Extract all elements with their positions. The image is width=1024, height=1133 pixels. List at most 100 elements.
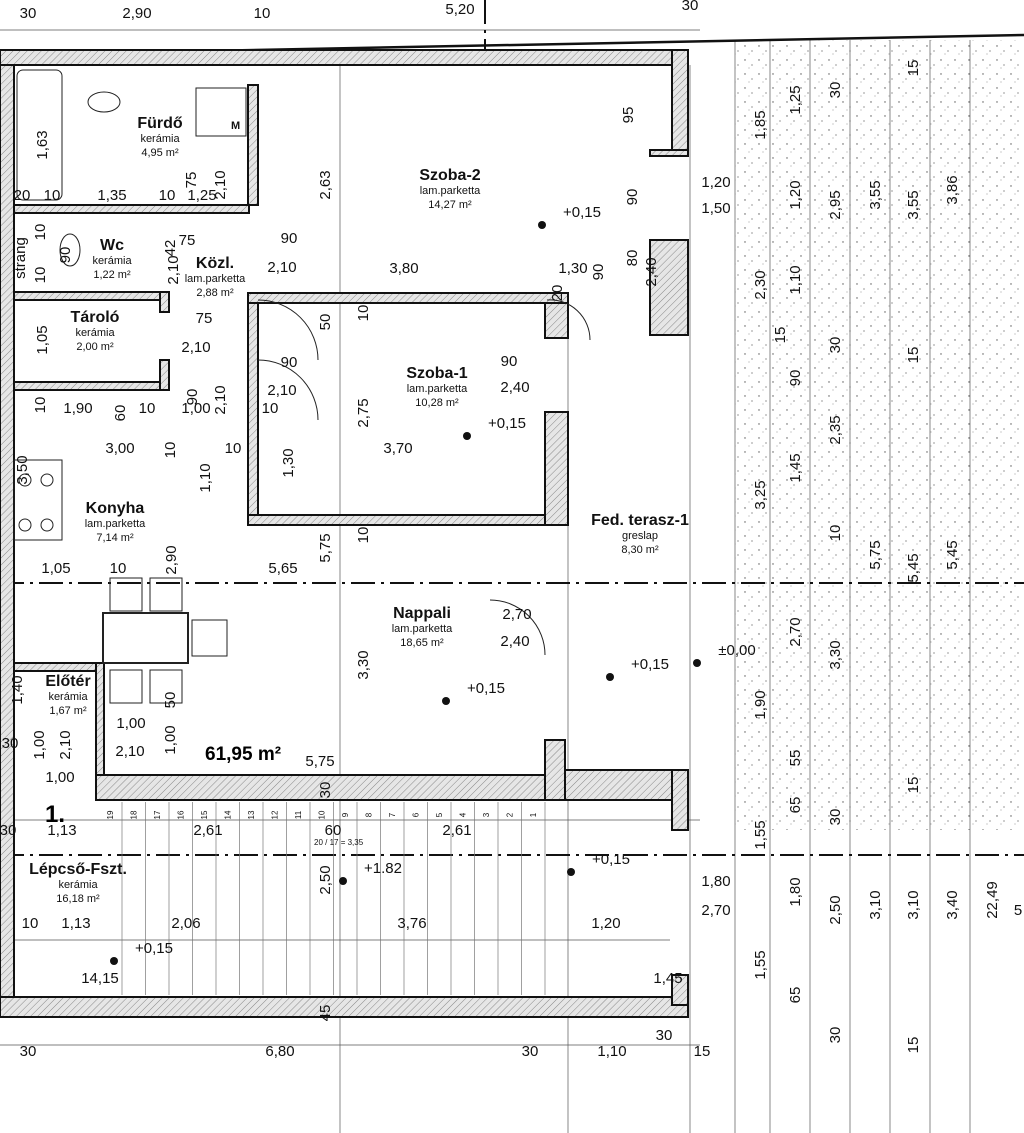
- dimension-label: 5,75: [867, 540, 884, 569]
- dimension-label: 1,13: [47, 822, 76, 839]
- dimension-label: 2,50: [827, 895, 844, 924]
- room-name: Wc: [100, 237, 124, 254]
- stair-step-number: 5: [435, 812, 444, 817]
- room-name: Szoba-1: [406, 365, 467, 382]
- dimension-label: 2,95: [827, 190, 844, 219]
- level-label: +0,15: [467, 680, 505, 697]
- dimension-label: 2,35: [827, 415, 844, 444]
- dimension-label: 1,55: [752, 820, 769, 849]
- dimension-label: 42: [162, 240, 179, 257]
- dimension-label: 45: [317, 1005, 334, 1022]
- dimension-label: 1,05: [41, 560, 70, 577]
- room-name: Tároló: [71, 309, 120, 326]
- dimension-label: 1,80: [787, 877, 804, 906]
- dimension-label: 55: [787, 750, 804, 767]
- room-name: Fed. terasz-1: [591, 512, 689, 529]
- dimension-label: 2,70: [701, 902, 730, 919]
- stair-step-number: 14: [224, 810, 233, 819]
- dimension-label: 3,00: [105, 440, 134, 457]
- dimension-label: 15: [905, 347, 922, 364]
- room-floor: lam.parketta: [420, 185, 481, 197]
- stair-step-number: 18: [130, 810, 139, 819]
- dimension-label: 3,80: [389, 260, 418, 277]
- dimension-label: 10: [355, 305, 372, 322]
- walls: [0, 49, 689, 1018]
- dimension-label: 30: [2, 735, 19, 752]
- dimension-label: 10: [44, 187, 61, 204]
- dimension-label: 90: [787, 370, 804, 387]
- dimension-label: 50: [317, 314, 334, 331]
- room-name: Fürdő: [137, 115, 183, 132]
- dimension-label: 10: [32, 224, 49, 241]
- dimension-label: strang: [12, 237, 29, 279]
- dimension-label: 2,50: [317, 865, 334, 894]
- dimension-label: 5,45: [944, 540, 961, 569]
- dimension-label: 90: [57, 247, 74, 264]
- dimension-label: 30: [682, 0, 699, 14]
- level-label: +0,15: [488, 415, 526, 432]
- dimension-label: 2,10: [165, 255, 182, 284]
- total-area: 61,95 m²: [205, 744, 281, 765]
- garden-ground: [735, 40, 1024, 830]
- dimension-label: 30: [656, 1027, 673, 1044]
- dimension-label: 5,20: [445, 1, 474, 18]
- dimension-label: 75: [196, 310, 213, 327]
- dimension-label: 1,63: [34, 130, 51, 159]
- dimension-label: 3,10: [867, 890, 884, 919]
- dimension-label: 1,90: [752, 690, 769, 719]
- dimension-label: 14,15: [81, 970, 119, 987]
- floor-number: 1.: [45, 801, 65, 828]
- dimension-label: 5,75: [305, 753, 334, 770]
- stair-formula: 20 / 17 = 3,35: [314, 838, 364, 847]
- dimension-label: 5,65: [268, 560, 297, 577]
- room-floor: lam.parketta: [407, 383, 468, 395]
- dimension-label: 10: [355, 527, 372, 544]
- dimension-label: 15: [905, 1037, 922, 1054]
- dimension-label: 65: [787, 987, 804, 1004]
- dimension-label: 10: [32, 267, 49, 284]
- dimension-label: 2,10: [212, 385, 229, 414]
- dimension-label: 1,00: [116, 715, 145, 732]
- dimension-label: 1,00: [162, 725, 179, 754]
- dimension-label: 1,10: [787, 265, 804, 294]
- dimension-label: 2,10: [267, 382, 296, 399]
- room-area: 1,22 m²: [93, 269, 131, 281]
- dimension-label: 30: [827, 1027, 844, 1044]
- room-area: 16,18 m²: [56, 893, 100, 905]
- dimension-label: 1,40: [9, 675, 26, 704]
- dimension-label: 2,40: [500, 633, 529, 650]
- dimension-label: 2,61: [442, 822, 471, 839]
- dimension-label: 1,85: [752, 110, 769, 139]
- dimension-label: 2,70: [787, 617, 804, 646]
- dimension-label: 1,35: [97, 187, 126, 204]
- dimension-label: 15: [772, 327, 789, 344]
- dimension-label: 2,63: [317, 170, 334, 199]
- dimension-label: 1,10: [597, 1043, 626, 1060]
- dimension-label: 6,80: [265, 1043, 294, 1060]
- dimension-label: 3,55: [905, 190, 922, 219]
- level-marker-icon: [463, 432, 471, 440]
- dimension-label: 1,30: [558, 260, 587, 277]
- dimension-label: 2,10: [212, 170, 229, 199]
- dimension-label: 5: [1014, 902, 1022, 919]
- stair-step-number: 1: [529, 812, 538, 817]
- dimension-label: 2,10: [115, 743, 144, 760]
- room-floor: lam.parketta: [85, 518, 146, 530]
- dimension-label: 90: [590, 264, 607, 281]
- level-label: +0,15: [563, 204, 601, 221]
- room-area: 1,67 m²: [49, 705, 87, 717]
- level-marker-icon: [567, 868, 575, 876]
- room-floor: greslap: [622, 530, 658, 542]
- room-name: Közl.: [196, 255, 234, 272]
- dimension-label: 3,76: [397, 915, 426, 932]
- dimension-label: 1,20: [787, 180, 804, 209]
- dimension-label: 2,10: [57, 730, 74, 759]
- room-floor: kerámia: [58, 879, 98, 891]
- room-name: Előtér: [45, 673, 90, 690]
- level-label: +1.82: [364, 860, 402, 877]
- dimension-label: 3,10: [905, 890, 922, 919]
- stair-step-number: 8: [365, 812, 374, 817]
- dimension-label: 1,10: [197, 463, 214, 492]
- dimension-label: 10: [22, 915, 39, 932]
